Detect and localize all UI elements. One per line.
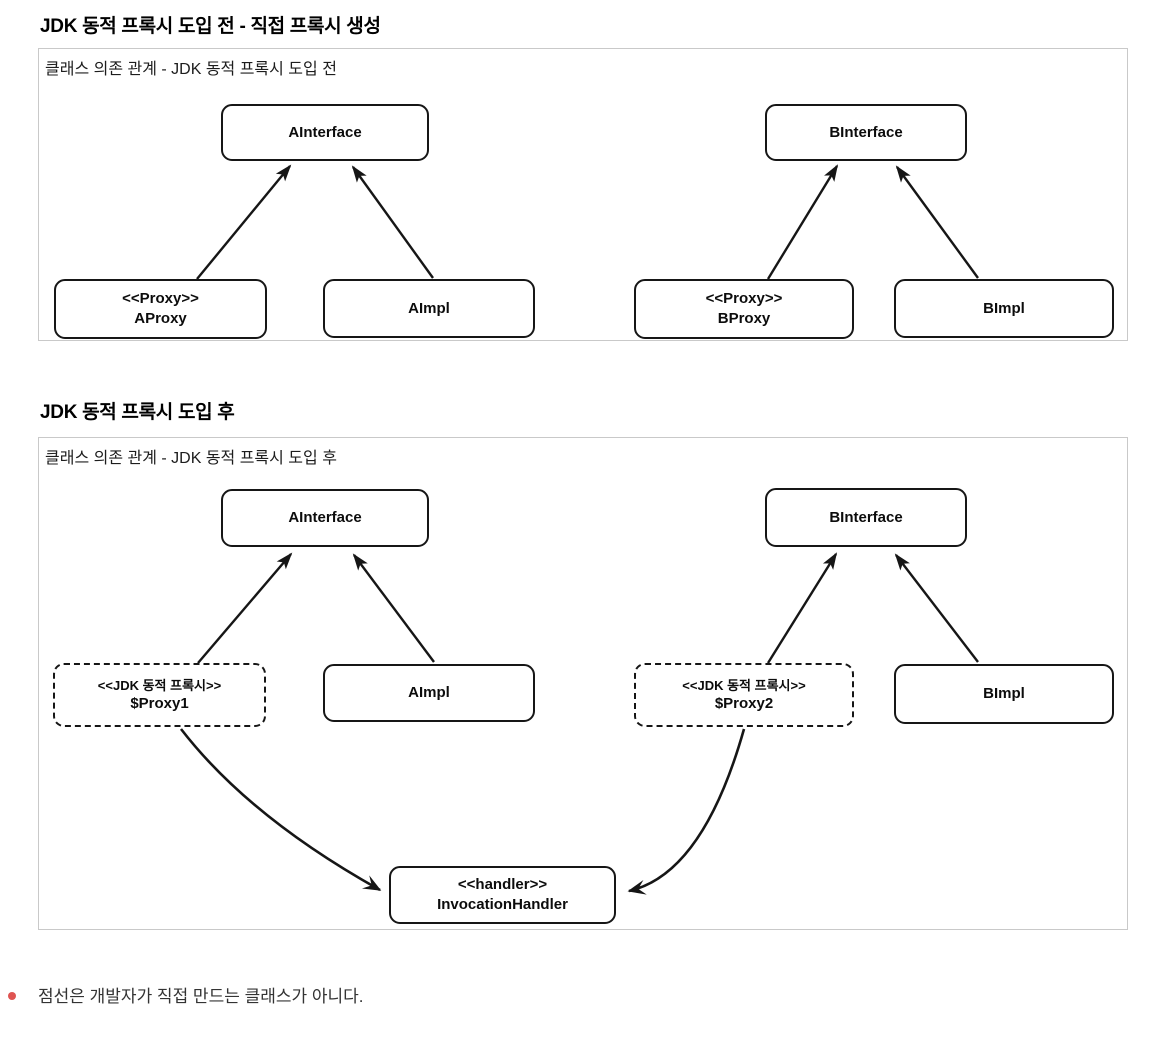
node-label: AImpl <box>408 684 450 702</box>
diagram-frame-before: 클래스 의존 관계 - JDK 동적 프록시 도입 전 AInterface B… <box>38 48 1128 341</box>
node-proxy1: <<JDK 동적 프록시>> $Proxy1 <box>53 663 266 727</box>
node-label: AInterface <box>288 509 362 527</box>
node-aproxy: <<Proxy>> AProxy <box>54 279 267 339</box>
node-bimpl-before: BImpl <box>894 279 1114 338</box>
node-label: AInterface <box>288 123 362 141</box>
node-aimpl-before: AImpl <box>323 279 535 338</box>
node-binterface-before: BInterface <box>765 104 967 161</box>
node-label: BImpl <box>983 299 1025 317</box>
node-label: $Proxy2 <box>714 694 774 712</box>
node-label: AProxy <box>134 310 187 327</box>
section-heading-after: JDK 동적 프록시 도입 후 <box>40 402 235 423</box>
diagram-title-before: 클래스 의존 관계 - JDK 동적 프록시 도입 전 <box>45 61 337 78</box>
node-binterface-after: BInterface <box>765 488 967 547</box>
node-ainterface-before: AInterface <box>221 104 429 161</box>
node-proxy2: <<JDK 동적 프록시>> $Proxy2 <box>634 663 854 727</box>
diagram-title-after: 클래스 의존 관계 - JDK 동적 프록시 도입 후 <box>45 450 337 467</box>
node-invocationhandler: <<handler>> InvocationHandler <box>389 866 616 924</box>
node-label: AImpl <box>408 299 450 317</box>
node-bproxy: <<Proxy>> BProxy <box>634 279 854 339</box>
node-label: BImpl <box>983 685 1025 703</box>
node-stereotype: <<Proxy>> <box>122 290 199 308</box>
node-label: $Proxy1 <box>130 694 189 712</box>
node-label: BInterface <box>829 508 903 526</box>
section-heading-before: JDK 동적 프록시 도입 전 - 직접 프록시 생성 <box>40 16 381 37</box>
node-aimpl-after: AImpl <box>323 664 535 722</box>
node-ainterface-after: AInterface <box>221 489 429 547</box>
node-bimpl-after: BImpl <box>894 664 1114 724</box>
bullet-dot-icon <box>8 992 16 1000</box>
node-label: BInterface <box>829 123 903 141</box>
diagram-frame-after: 클래스 의존 관계 - JDK 동적 프록시 도입 후 AInterface B… <box>38 437 1128 930</box>
note-list-item: 점선은 개발자가 직접 만드는 클래스가 아니다. <box>8 984 364 1010</box>
node-stereotype: <<handler>> <box>457 876 548 894</box>
node-stereotype: <<JDK 동적 프록시>> <box>97 677 222 693</box>
node-stereotype: <<JDK 동적 프록시>> <box>682 677 806 693</box>
node-stereotype: <<Proxy>> <box>705 290 783 308</box>
note-text: 점선은 개발자가 직접 만드는 클래스가 아니다. <box>38 987 364 1006</box>
node-label: InvocationHandler <box>437 896 568 913</box>
node-label: BProxy <box>717 310 771 327</box>
